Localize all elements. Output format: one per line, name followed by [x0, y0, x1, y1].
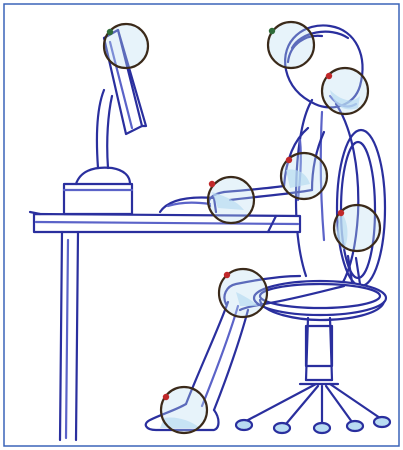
marker-dot-red [338, 210, 344, 216]
marker-head [268, 22, 314, 68]
marker-dot-red [224, 272, 230, 278]
marker-dot-red [163, 394, 169, 400]
marker-lower-back [334, 205, 380, 251]
marker-ring [268, 22, 314, 68]
marker-ring [161, 387, 207, 433]
marker-wrist [208, 177, 254, 223]
marker-dot-red [286, 157, 292, 163]
marker-dot-red [326, 73, 332, 79]
marker-elbow [281, 153, 327, 199]
marker-dot-green [107, 29, 113, 35]
marker-ankle [161, 387, 207, 433]
marker-neck [322, 68, 368, 114]
shading [160, 90, 360, 428]
marker-dot-red [209, 181, 215, 187]
chair-seat [254, 281, 386, 320]
marker-dot-green [269, 28, 275, 34]
marker-monitor-top [104, 24, 148, 68]
chair-base [236, 318, 390, 433]
marker-knee [219, 269, 267, 317]
